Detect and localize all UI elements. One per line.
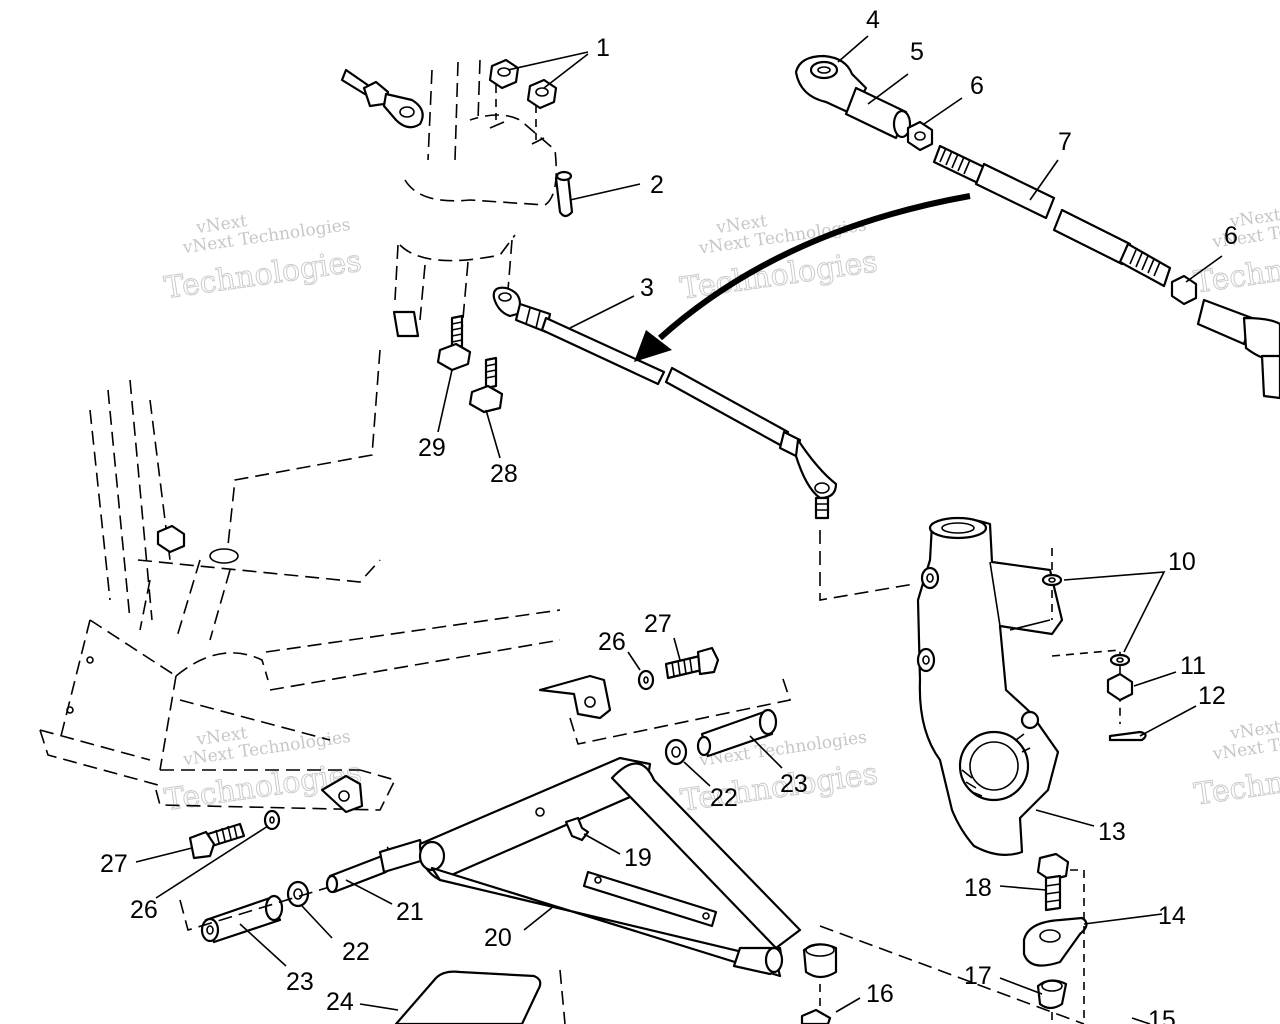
callout-14: 14 [1158,902,1186,930]
washer-26a [637,669,655,691]
leader-lines [135,35,1223,1024]
callout-15: 15 [1148,1006,1176,1024]
callout-labels: 1 2 3 4 5 6 6 7 10 11 12 13 14 15 16 17 … [100,6,1238,1024]
callout-7: 7 [1058,128,1072,156]
bolt-28 [468,356,504,414]
skid-plate-24 [394,970,542,1024]
callout-2: 2 [650,171,664,199]
callout-27a: 27 [644,610,672,638]
upper-tie-rod-fragment [340,68,424,129]
front-bracket [538,674,792,745]
assembly-line [1051,548,1121,724]
frame [39,379,561,811]
bolt-27b [188,822,246,860]
plate-14 [1022,916,1088,967]
watermark-3: vNext vNext Technologies Technologies [162,723,364,818]
nut-11 [1106,672,1134,702]
callout-21: 21 [396,898,424,926]
callout-6: 6 [970,72,984,100]
watermark-6: vNext vNext Technologies Technologies [1192,717,1280,813]
pivot-sleeve-2 [554,170,574,218]
callout-10: 10 [1168,548,1196,576]
bolt-27a [664,646,720,680]
frame-nut [156,524,186,554]
assembly-line [819,925,1085,1024]
callout-29: 29 [418,434,446,462]
callout-11: 11 [1180,652,1206,680]
jam-nut-6b [1170,274,1198,306]
assembly-line [559,969,566,1024]
bolt-18 [1036,852,1070,912]
callout-1: 1 [596,34,610,62]
callout-19: 19 [624,844,652,872]
callout-26b: 26 [130,896,158,924]
washer-10 [1041,573,1131,667]
rod-end-4 [794,54,868,116]
watermark-1: vNext vNext Technologies Technologies [162,211,364,306]
ball-joint-17 [1036,979,1068,1010]
a-arm-20 [325,756,802,978]
assembly-arrow [634,193,971,362]
callout-22a: 22 [710,784,738,812]
assembly-line [1070,869,1085,1024]
callout-17: 17 [964,962,992,990]
callout-4: 4 [866,6,880,34]
tie-rod-3 [492,286,838,520]
rear-bracket [320,774,364,814]
callout-18: 18 [964,874,992,902]
nut-1 [488,58,558,110]
callout-28: 28 [490,460,518,488]
callout-6b: 6 [1224,222,1238,250]
pivot-tube-23b [200,894,284,944]
callout-24: 24 [326,988,354,1016]
washer-22a [664,738,688,766]
callout-16: 16 [866,980,894,1008]
grease-fitting-19 [564,816,590,842]
jam-nut-6 [906,120,934,152]
callout-5: 5 [910,38,924,66]
watermark-2: vNext vNext Technologies Technologies [678,211,880,307]
bushing-16 [800,943,838,1024]
bolt-29 [436,314,472,372]
rod-sleeve-5 [844,86,912,140]
tie-rod-7 [932,144,1172,288]
watermarks: vNext vNext Technologies Technologies vN… [162,205,1280,819]
callout-26a: 26 [598,628,626,656]
assembly-line [819,530,915,601]
callout-12: 12 [1198,682,1226,710]
callout-23a: 23 [780,770,808,798]
rod-end-right [1196,298,1280,400]
pivot-tube-23a [696,708,778,758]
callout-22b: 22 [342,938,370,966]
callout-3: 3 [640,274,654,302]
callout-23b: 23 [286,968,314,996]
callout-13: 13 [1098,818,1126,846]
washer-26b [263,809,281,831]
steering-post [227,59,558,546]
spindle-13 [916,516,1064,857]
callout-27b: 27 [100,850,128,878]
cotter-pin-12 [1108,730,1147,742]
callout-20: 20 [484,924,512,952]
